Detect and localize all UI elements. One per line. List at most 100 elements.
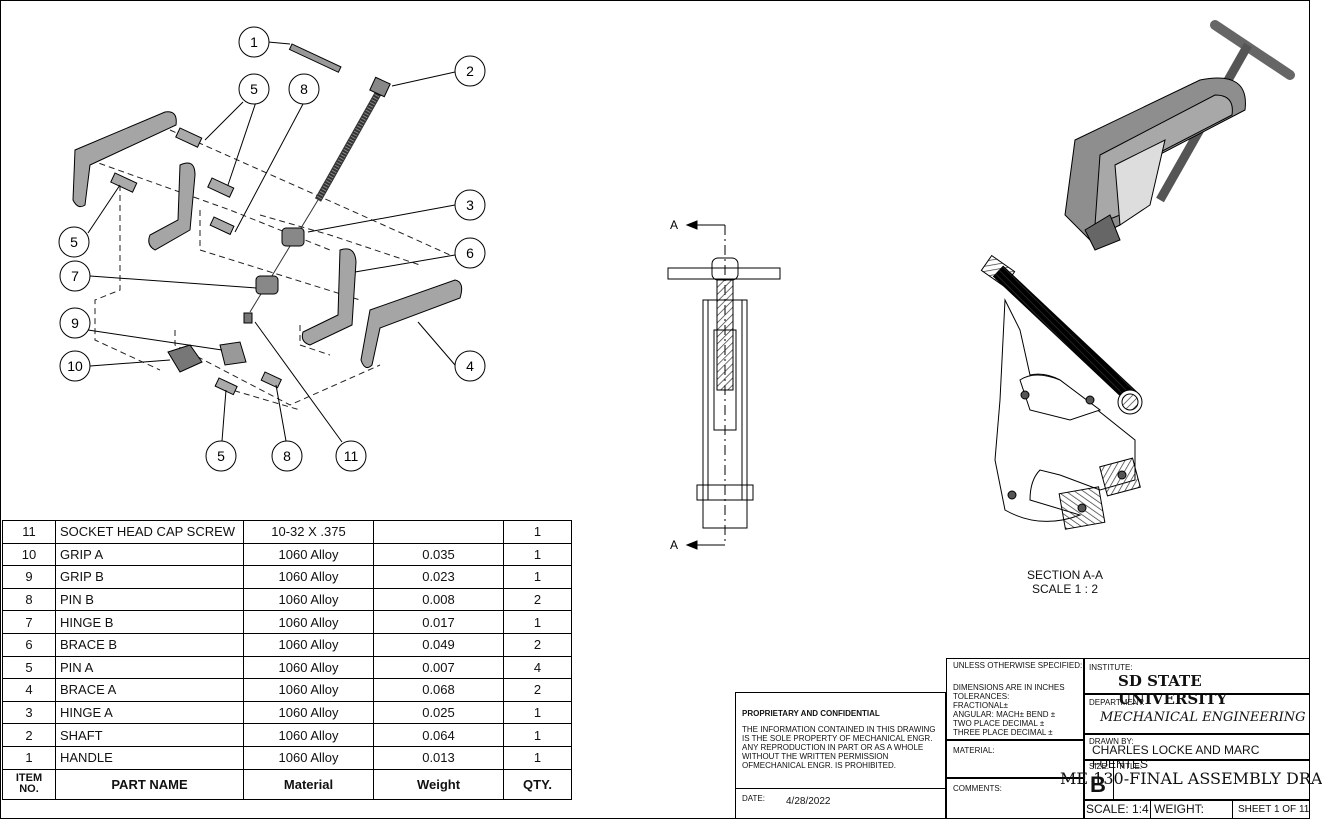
bom-cell-qty: 2 [503,678,572,702]
bom-cell-weight: 0.017 [373,610,504,634]
drawn-by-box [1084,734,1310,760]
material-label: MATERIAL: [953,746,995,755]
date-box [735,788,946,819]
balloon-5a: 5 [250,81,258,97]
bom-cell-item: 10 [2,542,56,567]
balloon-9: 9 [71,315,79,331]
bom-cell-item: 8 [2,587,56,612]
weight-label: WEIGHT: [1154,802,1204,816]
bom-header-row: ITEM NO. PART NAME Material Weight QTY. [2,768,572,800]
size-label: SIZE: [1089,762,1110,771]
section-label: SECTION A-A SCALE 1 : 2 [1000,568,1130,596]
balloon-5c: 5 [217,448,225,464]
bom-cell-qty: 1 [503,700,572,725]
balloon-3: 3 [466,197,474,213]
bom-cell-weight: 0.025 [373,700,504,725]
bom-cell-item: 11 [2,520,56,544]
bom-cell-weight: 0.049 [373,632,504,657]
size-box [1084,760,1114,800]
section-cut-label-top: A [670,218,678,232]
bom-cell-item: 7 [2,610,56,634]
bom-cell-weight: 0.068 [373,678,504,702]
bom-cell-material: 10-32 X .375 [243,520,374,544]
exploded-view [72,43,463,411]
title-value: ME 130-FINAL ASSEMBLY DRA [1060,769,1322,788]
bom-cell-material: 1060 Alloy [243,655,374,680]
bom-cell-weight: 0.023 [373,565,504,589]
bom-cell-name: HINGE A [55,700,244,725]
bom-cell-name: HINGE B [55,610,244,634]
title-label: TITLE: [1118,762,1143,771]
front-view [667,220,781,550]
balloon-5b: 5 [70,234,78,250]
balloon-circles [58,26,486,472]
bom-cell-weight: 0.008 [373,587,504,612]
bom-cell-material: 1060 Alloy [243,632,374,657]
balloon-2: 2 [466,63,474,79]
bom-cell-qty: 2 [503,587,572,612]
bom-cell-name: GRIP A [55,542,244,567]
bom-cell-weight: 0.007 [373,655,504,680]
bom-header-name: PART NAME [55,768,244,800]
balloon-11: 11 [344,448,359,464]
bom-header-material: Material [243,768,374,800]
date-value: 4/28/2022 [786,796,831,807]
bom-cell-name: HANDLE [55,745,244,770]
balloon-1: 1 [250,34,258,50]
comments-label: COMMENTS: [953,784,1002,793]
bom-cell-material: 1060 Alloy [243,587,374,612]
bom-cell-material: 1060 Alloy [243,542,374,567]
balloon-4: 4 [466,358,474,374]
bom-cell-qty: 1 [503,542,572,567]
tolerance-box [946,658,1084,740]
size-value: B [1090,772,1106,797]
proprietary-text: THE INFORMATION CONTAINED IN THIS DRAWIN… [742,725,936,770]
bom-cell-weight: 0.013 [373,745,504,770]
balloon-10: 10 [67,358,83,374]
bom-cell-item: 3 [2,700,56,725]
section-a-a-view [980,254,1143,530]
isometric-view [1064,20,1295,251]
balloon-6: 6 [466,245,474,261]
institute-label: INSTITUTE: [1089,663,1133,672]
bom-cell-material: 1060 Alloy [243,700,374,725]
bom-cell-material: 1060 Alloy [243,745,374,770]
bom-cell-weight: 0.064 [373,723,504,747]
bom-cell-material: 1060 Alloy [243,565,374,589]
bom-cell-qty: 2 [503,632,572,657]
bom-cell-material: 1060 Alloy [243,610,374,634]
bom-cell-name: BRACE A [55,678,244,702]
bom-cell-material: 1060 Alloy [243,723,374,747]
bom-cell-name: SHAFT [55,723,244,747]
bom-cell-qty: 1 [503,745,572,770]
bom-cell-item: 4 [2,678,56,702]
department-value: MECHANICAL ENGINEERING [1100,710,1306,725]
leader-lines [87,41,456,443]
bom-cell-name: PIN A [55,655,244,680]
tolerance-text: DIMENSIONS ARE IN INCHES TOLERANCES: FRA… [953,683,1065,737]
department-label: DEPARTMENT: [1089,698,1145,707]
drawn-by-label: DRAWN BY: [1089,737,1134,746]
section-title: SECTION A-A [1026,568,1103,582]
bom-cell-name: PIN B [55,587,244,612]
bom-cell-name: SOCKET HEAD CAP SCREW [55,520,244,544]
bom-header-weight: Weight [373,768,504,800]
bom-cell-item: 1 [2,745,56,770]
comments-box [946,778,1084,819]
balloon-7: 7 [71,268,79,284]
section-scale: SCALE 1 : 2 [1031,582,1099,596]
bom-cell-material: 1060 Alloy [243,678,374,702]
